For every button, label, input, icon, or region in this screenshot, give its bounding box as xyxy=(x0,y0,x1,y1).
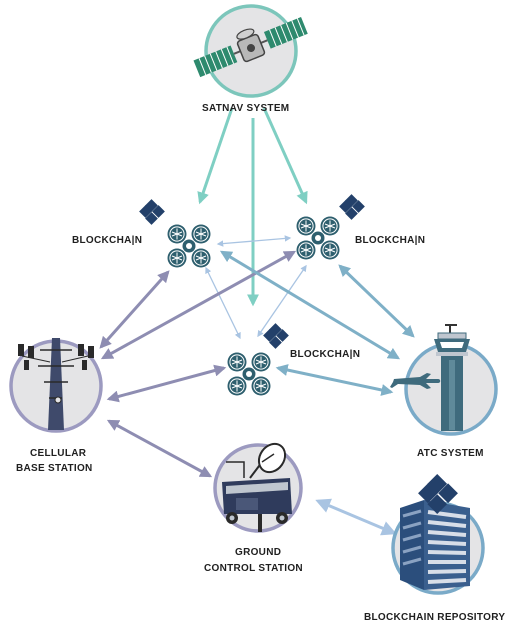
satnav-node xyxy=(193,4,308,98)
cellular-label-line1: CELLULAR xyxy=(30,448,87,459)
link-left-right-drone xyxy=(216,235,292,247)
link-cellular-blockchain-left xyxy=(99,270,170,349)
ground-label-line2: CONTROL STATION xyxy=(204,563,303,574)
link-cellular-blockchain-center xyxy=(106,364,227,403)
blockchain-center-label: BLOCKCHA|N xyxy=(290,349,361,360)
cellular-node xyxy=(9,338,103,433)
drone-icon xyxy=(228,353,271,396)
ground-node xyxy=(213,442,303,533)
ground-label-line1: GROUND xyxy=(235,547,282,558)
drone-icon xyxy=(297,217,340,260)
drone-icon xyxy=(168,225,211,268)
cellular-label-line2: BASE STATION xyxy=(16,463,93,474)
link-atc-blockchain-right xyxy=(338,264,415,338)
repository-node xyxy=(391,474,485,595)
blockchain-left-label: BLOCKCHA|N xyxy=(72,235,143,246)
satellite-icon xyxy=(193,17,308,78)
link-satnav-blockchain-left xyxy=(197,107,234,205)
link-satnav-blockchain-right xyxy=(262,107,308,205)
cell-tower-icon xyxy=(18,338,94,430)
connector-lines xyxy=(99,107,415,536)
blockchain-center-node xyxy=(228,323,289,395)
control-tower-icon xyxy=(434,324,470,431)
repository-label: BLOCKCHAIN REPOSITORY xyxy=(364,612,506,623)
airplane-icon xyxy=(390,373,441,389)
satnav-label: SATNAV SYSTEM xyxy=(202,103,290,114)
link-cellular-ground xyxy=(106,419,213,478)
atc-label: ATC SYSTEM xyxy=(417,448,484,459)
blockchain-icon xyxy=(263,323,289,349)
link-left-center-drone xyxy=(205,266,241,340)
link-atc-blockchain-left xyxy=(219,250,401,360)
blockchain-icon xyxy=(339,194,365,220)
atc-node xyxy=(390,324,498,436)
link-cellular-blockchain-right xyxy=(100,250,297,360)
link-atc-blockchain-center xyxy=(275,364,394,396)
ground-station-icon xyxy=(222,442,292,532)
link-ground-repository xyxy=(315,498,397,536)
blockchain-left-node xyxy=(139,199,210,267)
blockchain-right-node xyxy=(297,194,365,259)
blockchain-icon xyxy=(139,199,165,225)
server-rack-icon xyxy=(400,500,470,590)
blockchain-right-label: BLOCKCHA|N xyxy=(355,235,426,246)
